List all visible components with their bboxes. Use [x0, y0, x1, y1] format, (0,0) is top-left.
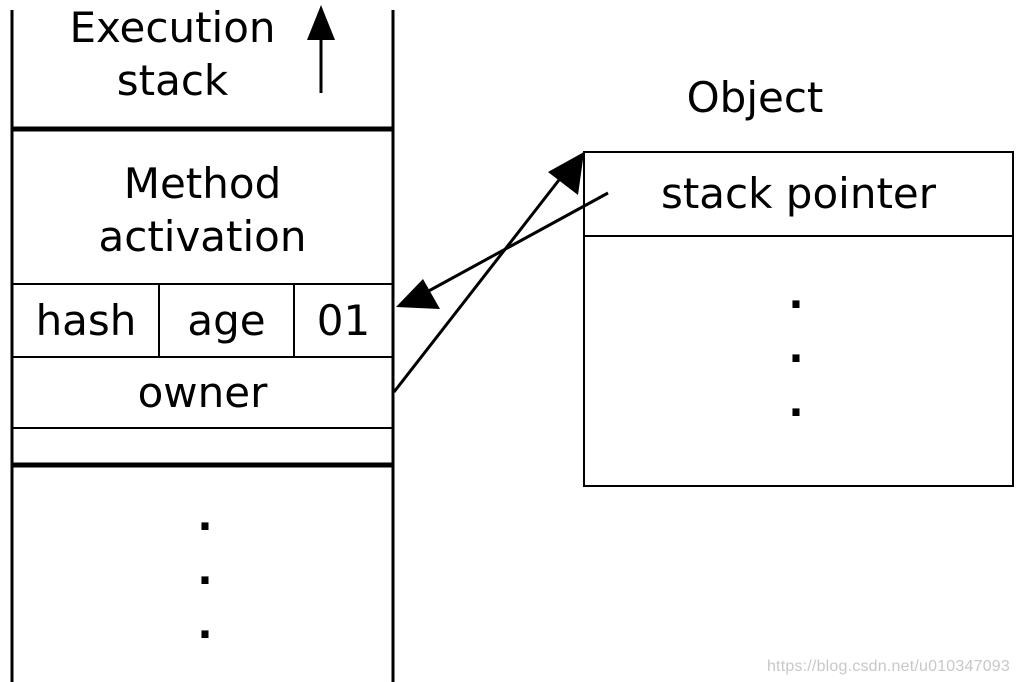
object-stack-pointer: stack pointer: [660, 169, 937, 218]
mark-word-hash: hash: [35, 296, 137, 345]
mark-word-lock-bits: 01: [316, 296, 371, 345]
stack-growth-arrow-head: [307, 5, 335, 40]
method-activation-line1: Method: [123, 159, 282, 208]
object-ellipsis: · · ·: [771, 278, 821, 440]
execution-stack-title-line1: Execution: [69, 3, 276, 52]
object-box: [583, 151, 1014, 487]
object-ellipsis-dot: ·: [788, 282, 804, 328]
watermark: https://blog.csdn.net/u010347093: [766, 658, 1010, 675]
object-ellipsis-dot: ·: [788, 336, 804, 382]
stack-ellipsis: · · ·: [180, 500, 230, 662]
object-ellipsis-dot: ·: [788, 390, 804, 436]
owner-field: owner: [137, 368, 268, 417]
execution-stack-title-line2: stack: [116, 56, 229, 105]
owner-to-object-arrow: [392, 161, 575, 393]
stack-ellipsis-dot: ·: [197, 612, 213, 658]
stack-pointer-to-lock-record-arrowhead: [396, 279, 440, 309]
execution-stack-title: Execution stack: [40, 1, 305, 107]
mark-word-age: age: [187, 296, 266, 345]
stack-ellipsis-dot: ·: [197, 504, 213, 550]
method-activation-label: Method activation: [12, 157, 393, 263]
method-activation-line2: activation: [98, 212, 307, 261]
object-title: Object: [686, 73, 824, 122]
stack-ellipsis-dot: ·: [197, 558, 213, 604]
stack-pointer-to-lock-record-arrow: [413, 191, 609, 301]
owner-to-object-arrowhead: [548, 152, 584, 195]
